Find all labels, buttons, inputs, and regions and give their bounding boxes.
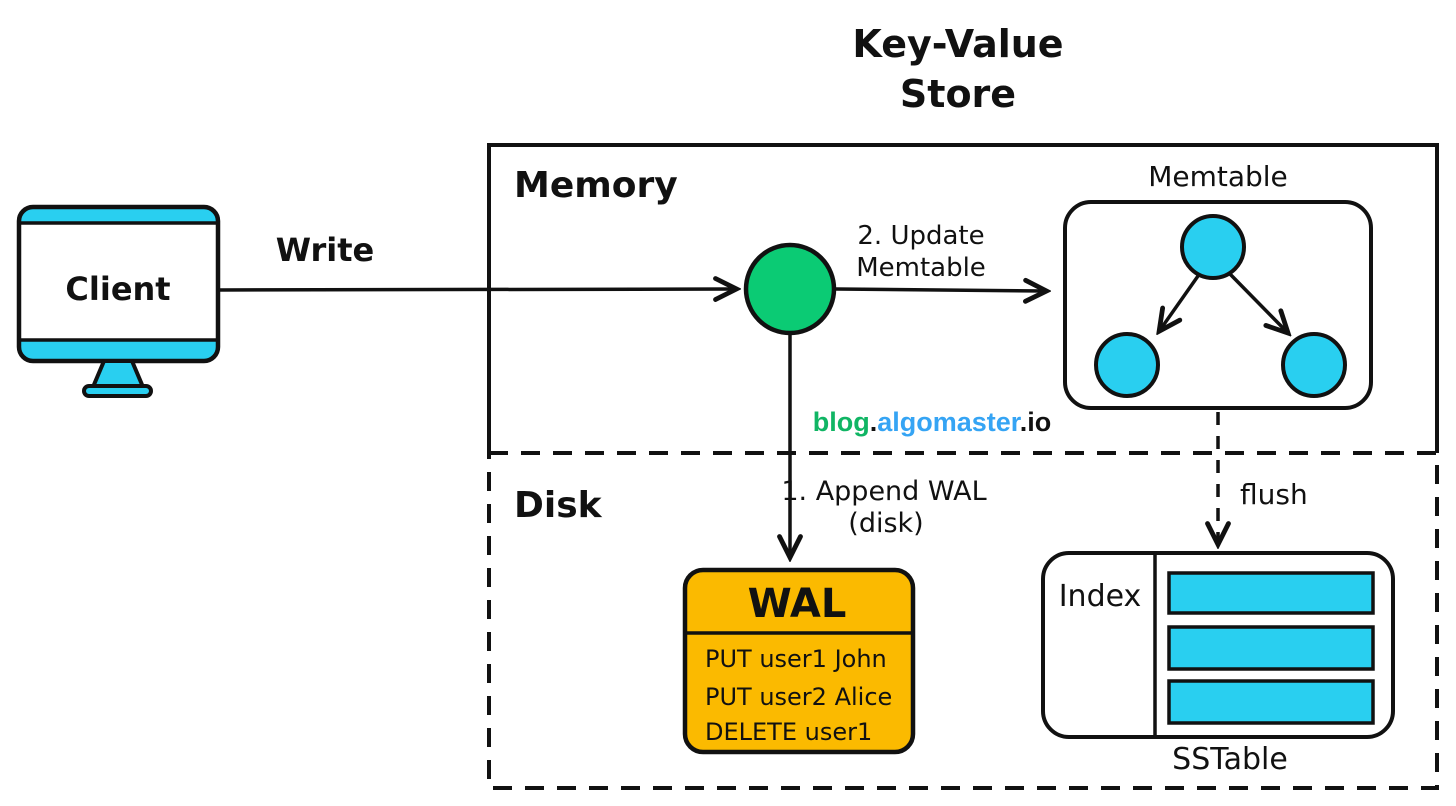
- watermark: blog.algomaster.io: [813, 407, 1052, 437]
- sstable-index-label: Index: [1059, 579, 1142, 614]
- update-label-line1: 2. Update: [857, 221, 984, 251]
- wal-box: WAL PUT user1 John PUT user2 Alice DELET…: [682, 567, 916, 755]
- monitor-bottom-bar: [19, 340, 218, 361]
- update-memtable-arrow: [835, 289, 1045, 291]
- write-node-circle: [743, 242, 837, 336]
- watermark-blog: blog: [813, 407, 870, 437]
- memtable-root-node: [1180, 214, 1246, 280]
- client-label: Client: [65, 270, 170, 308]
- watermark-io: io: [1027, 407, 1051, 437]
- tree-edge-left: [1160, 274, 1200, 330]
- monitor-base: [82, 384, 153, 398]
- wal-entry: PUT user2 Alice: [705, 683, 892, 711]
- watermark-dot1: .: [870, 407, 878, 437]
- flush-label: flush: [1240, 478, 1308, 511]
- memtable-right-node: [1281, 332, 1347, 398]
- append-label-line2: (disk): [848, 508, 923, 539]
- watermark-algomaster: algomaster: [877, 407, 1022, 437]
- append-label-line1: 1. Append WAL: [781, 476, 986, 507]
- memtable-label: Memtable: [1148, 160, 1288, 193]
- wal-title: WAL: [748, 581, 847, 627]
- update-label-line2: Memtable: [856, 253, 986, 283]
- write-arrow: [217, 289, 735, 290]
- wal-box-rect: [682, 567, 916, 755]
- wal-entry: PUT user1 John: [705, 645, 887, 673]
- sstable-data-block: [1167, 571, 1375, 615]
- sstable-data-block: [1167, 625, 1375, 671]
- diagram-title-line2: Store: [900, 72, 1016, 116]
- monitor-stand: [91, 359, 145, 389]
- tree-edge-right: [1228, 272, 1287, 332]
- disk-label: Disk: [514, 485, 603, 526]
- client-monitor-icon: Client: [16, 204, 221, 398]
- sstable-data-block: [1167, 679, 1375, 725]
- memtable-left-node: [1094, 332, 1160, 398]
- memory-label: Memory: [514, 165, 678, 206]
- sstable-label: SSTable: [1172, 742, 1288, 777]
- sstable-box: Index: [1041, 551, 1395, 739]
- monitor-top-bar: [19, 207, 218, 223]
- write-arrow-label: Write: [276, 231, 374, 269]
- watermark-dot2: .: [1020, 407, 1028, 437]
- wal-entry: DELETE user1: [705, 718, 872, 746]
- diagram-title-line1: Key-Value: [852, 22, 1063, 66]
- memtable-box: [1063, 200, 1373, 410]
- memory-box: [487, 143, 1439, 453]
